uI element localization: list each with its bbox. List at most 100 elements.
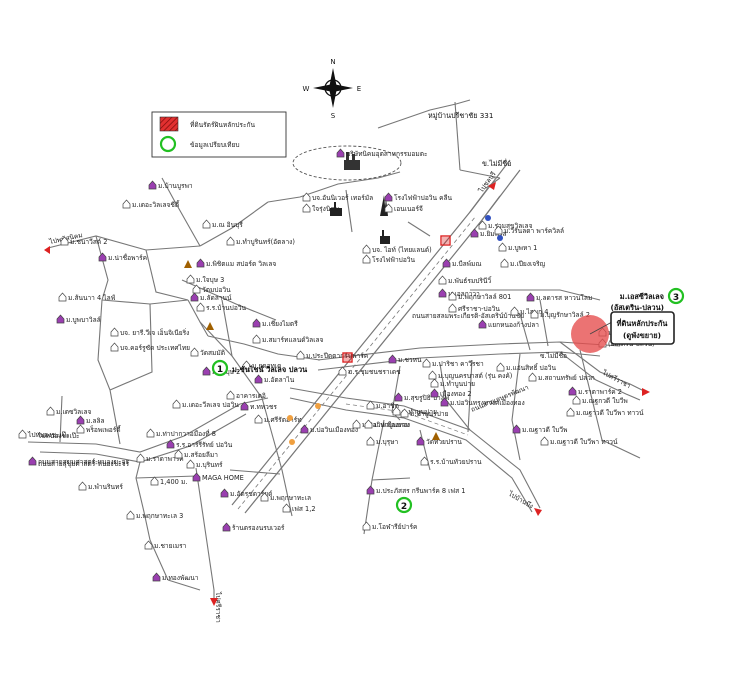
factory-icon [380, 230, 390, 244]
house-icon [302, 203, 311, 213]
house-icon [190, 347, 199, 357]
road-mai-chai-2-label: ซ.ไม่มีชื่อ [540, 351, 567, 360]
place-label: วัดทัวยปราน [426, 438, 462, 446]
marker-3[interactable]: 3 ม.เอสซีวิลเลจ (อัสเตริน-ปลวน) [610, 287, 685, 312]
marker-1[interactable]: 1 ม.ชันไชน์ วิลเลจ ปลวน [211, 359, 308, 377]
place-label: ม.บุรุษา [376, 438, 399, 446]
place-label: โรงไฟฟ้าบ่อวิน คลีน [394, 194, 453, 202]
place-label: ม.ณ อินบุรี [212, 221, 243, 229]
place-label: ม.ยูดอทเด [252, 362, 281, 370]
house-icon [252, 334, 261, 344]
legend-info-swatch [159, 135, 177, 153]
place-label: ม.ทองพัฒนา [162, 574, 199, 582]
house-icon [530, 309, 539, 319]
house-icon [478, 220, 487, 230]
site-callout-line1: ที่ดินหลักประกัน [616, 317, 668, 328]
place-label: บจ.อันนิเวอร์ เทอร์มัล [312, 194, 373, 202]
house-icon [166, 439, 175, 449]
house-icon [388, 354, 397, 364]
compass-rose: N S E W [303, 58, 362, 120]
house-icon [428, 370, 437, 380]
place-label: ม.ณฐกวดี ใบวีพ [582, 397, 628, 405]
house-icon [430, 388, 439, 398]
house-icon [384, 203, 393, 213]
arrow-bottom [534, 508, 542, 516]
place-label: ม.น่าชื่อพาร์ค [108, 253, 147, 262]
place-label: เฟส 1,2 [292, 505, 316, 513]
marker-2-number: 2 [401, 502, 407, 512]
place-label: ไปหนองชะเป๊ะ [27, 431, 70, 439]
school-icon [440, 235, 451, 246]
place-label: ท.ทหวชร [250, 403, 277, 411]
house-icon [496, 362, 505, 372]
place-label: ม.พิชิตแม สปอร์ต วิลเลจ [206, 260, 276, 268]
place-label: โรงไฟฟ้าบ่อวิน [372, 256, 416, 264]
house-icon [302, 192, 311, 202]
house-icon [122, 199, 131, 209]
place-label: MAGA HOME [202, 474, 244, 482]
house-icon [572, 395, 581, 405]
house-icon [186, 459, 195, 469]
house-icon [172, 399, 181, 409]
arrow-left-1 [44, 246, 50, 254]
house-icon [254, 374, 263, 384]
house-icon [366, 436, 375, 446]
house-icon [470, 228, 479, 238]
house-icon [566, 407, 575, 417]
place-label: ม.พฤกษาวิลล์ 801 [458, 293, 511, 301]
place-label: ม.พันธ์รมปรินีวิ์ [448, 276, 493, 285]
road-331-label: หมู่บ้านปรีชาชัย 331 [428, 111, 493, 120]
house-icon [448, 291, 457, 301]
place-label: เอนเนอร์จี [394, 205, 423, 213]
place-label: ม.บูพหา 1 [508, 244, 537, 252]
house-icon [60, 236, 69, 246]
place-label: ม.บ้านบูรพา [158, 182, 193, 190]
house-icon [568, 386, 577, 396]
place-label: ม.สร้อยลีมา [184, 451, 218, 459]
house-icon [362, 521, 371, 531]
house-icon [448, 303, 457, 313]
road-mai-chai-label: ข.ไม่มีชื่อ [482, 159, 511, 168]
poi-icon [289, 439, 295, 445]
place-label: 1,400 ม. [160, 478, 187, 486]
site-callout-line2: (ดูพังขยาย) [623, 331, 661, 341]
place-label: ม.ลลิล [86, 417, 105, 425]
place-label: ม.เดอะวิลเลจชีตี้ [132, 200, 180, 209]
house-icon [136, 453, 145, 463]
collateral-site[interactable] [571, 315, 613, 353]
house-icon [512, 424, 521, 434]
house-icon [78, 481, 87, 491]
house-icon [352, 419, 361, 429]
house-icon [400, 408, 409, 418]
house-icon [110, 342, 119, 352]
road-network [27, 99, 647, 604]
place-label: ม.ท่าบูนบาย [374, 421, 409, 429]
house-icon [76, 415, 85, 425]
place-label: ม.บุญรักษาวิลล์ 2 [540, 311, 590, 319]
place-label: ม.ประปีตตากรีนพาร์ค [306, 352, 368, 360]
marker-1-label: ม.ชันไชน์ วิลเลจ ปลวน [232, 365, 308, 374]
temple-icon [184, 260, 192, 268]
house-icon [196, 258, 205, 268]
place-label: ม.บีลพ์มณ [452, 260, 481, 268]
house-icon [110, 327, 119, 337]
place-label: ร.ร.บ้านบ่อวิน [206, 304, 247, 312]
compass-s: S [331, 112, 336, 120]
house-icon [190, 292, 199, 302]
house-icon [384, 192, 393, 202]
place-label: ม.ลดารส หาวนโลม [536, 294, 592, 302]
house-icon [76, 424, 85, 434]
place-label: ม.ลัดลานน์ [200, 294, 232, 302]
marker-2[interactable]: 2 [395, 496, 413, 514]
place-label: ม.บ่อวินทรงทวงศ์เมืองทอง [450, 399, 525, 407]
house-icon [420, 456, 429, 466]
marker-1-number: 1 [217, 365, 223, 375]
house-icon [282, 503, 291, 513]
place-label: ม.อัตลาไน [264, 376, 295, 384]
place-label: ม.เอลกาวา [448, 290, 480, 298]
place-label: ม.ณฐาวดี ใบวีพา ทาวน์ [576, 409, 644, 417]
place-label: ม.พฤกษาทะเล 3 [136, 512, 183, 520]
house-icon [442, 258, 451, 268]
marker-3-label: ม.เอสซีวิลเลจ [620, 292, 664, 301]
place-label: ร้านตรองนรบเวอร์ [232, 524, 285, 532]
